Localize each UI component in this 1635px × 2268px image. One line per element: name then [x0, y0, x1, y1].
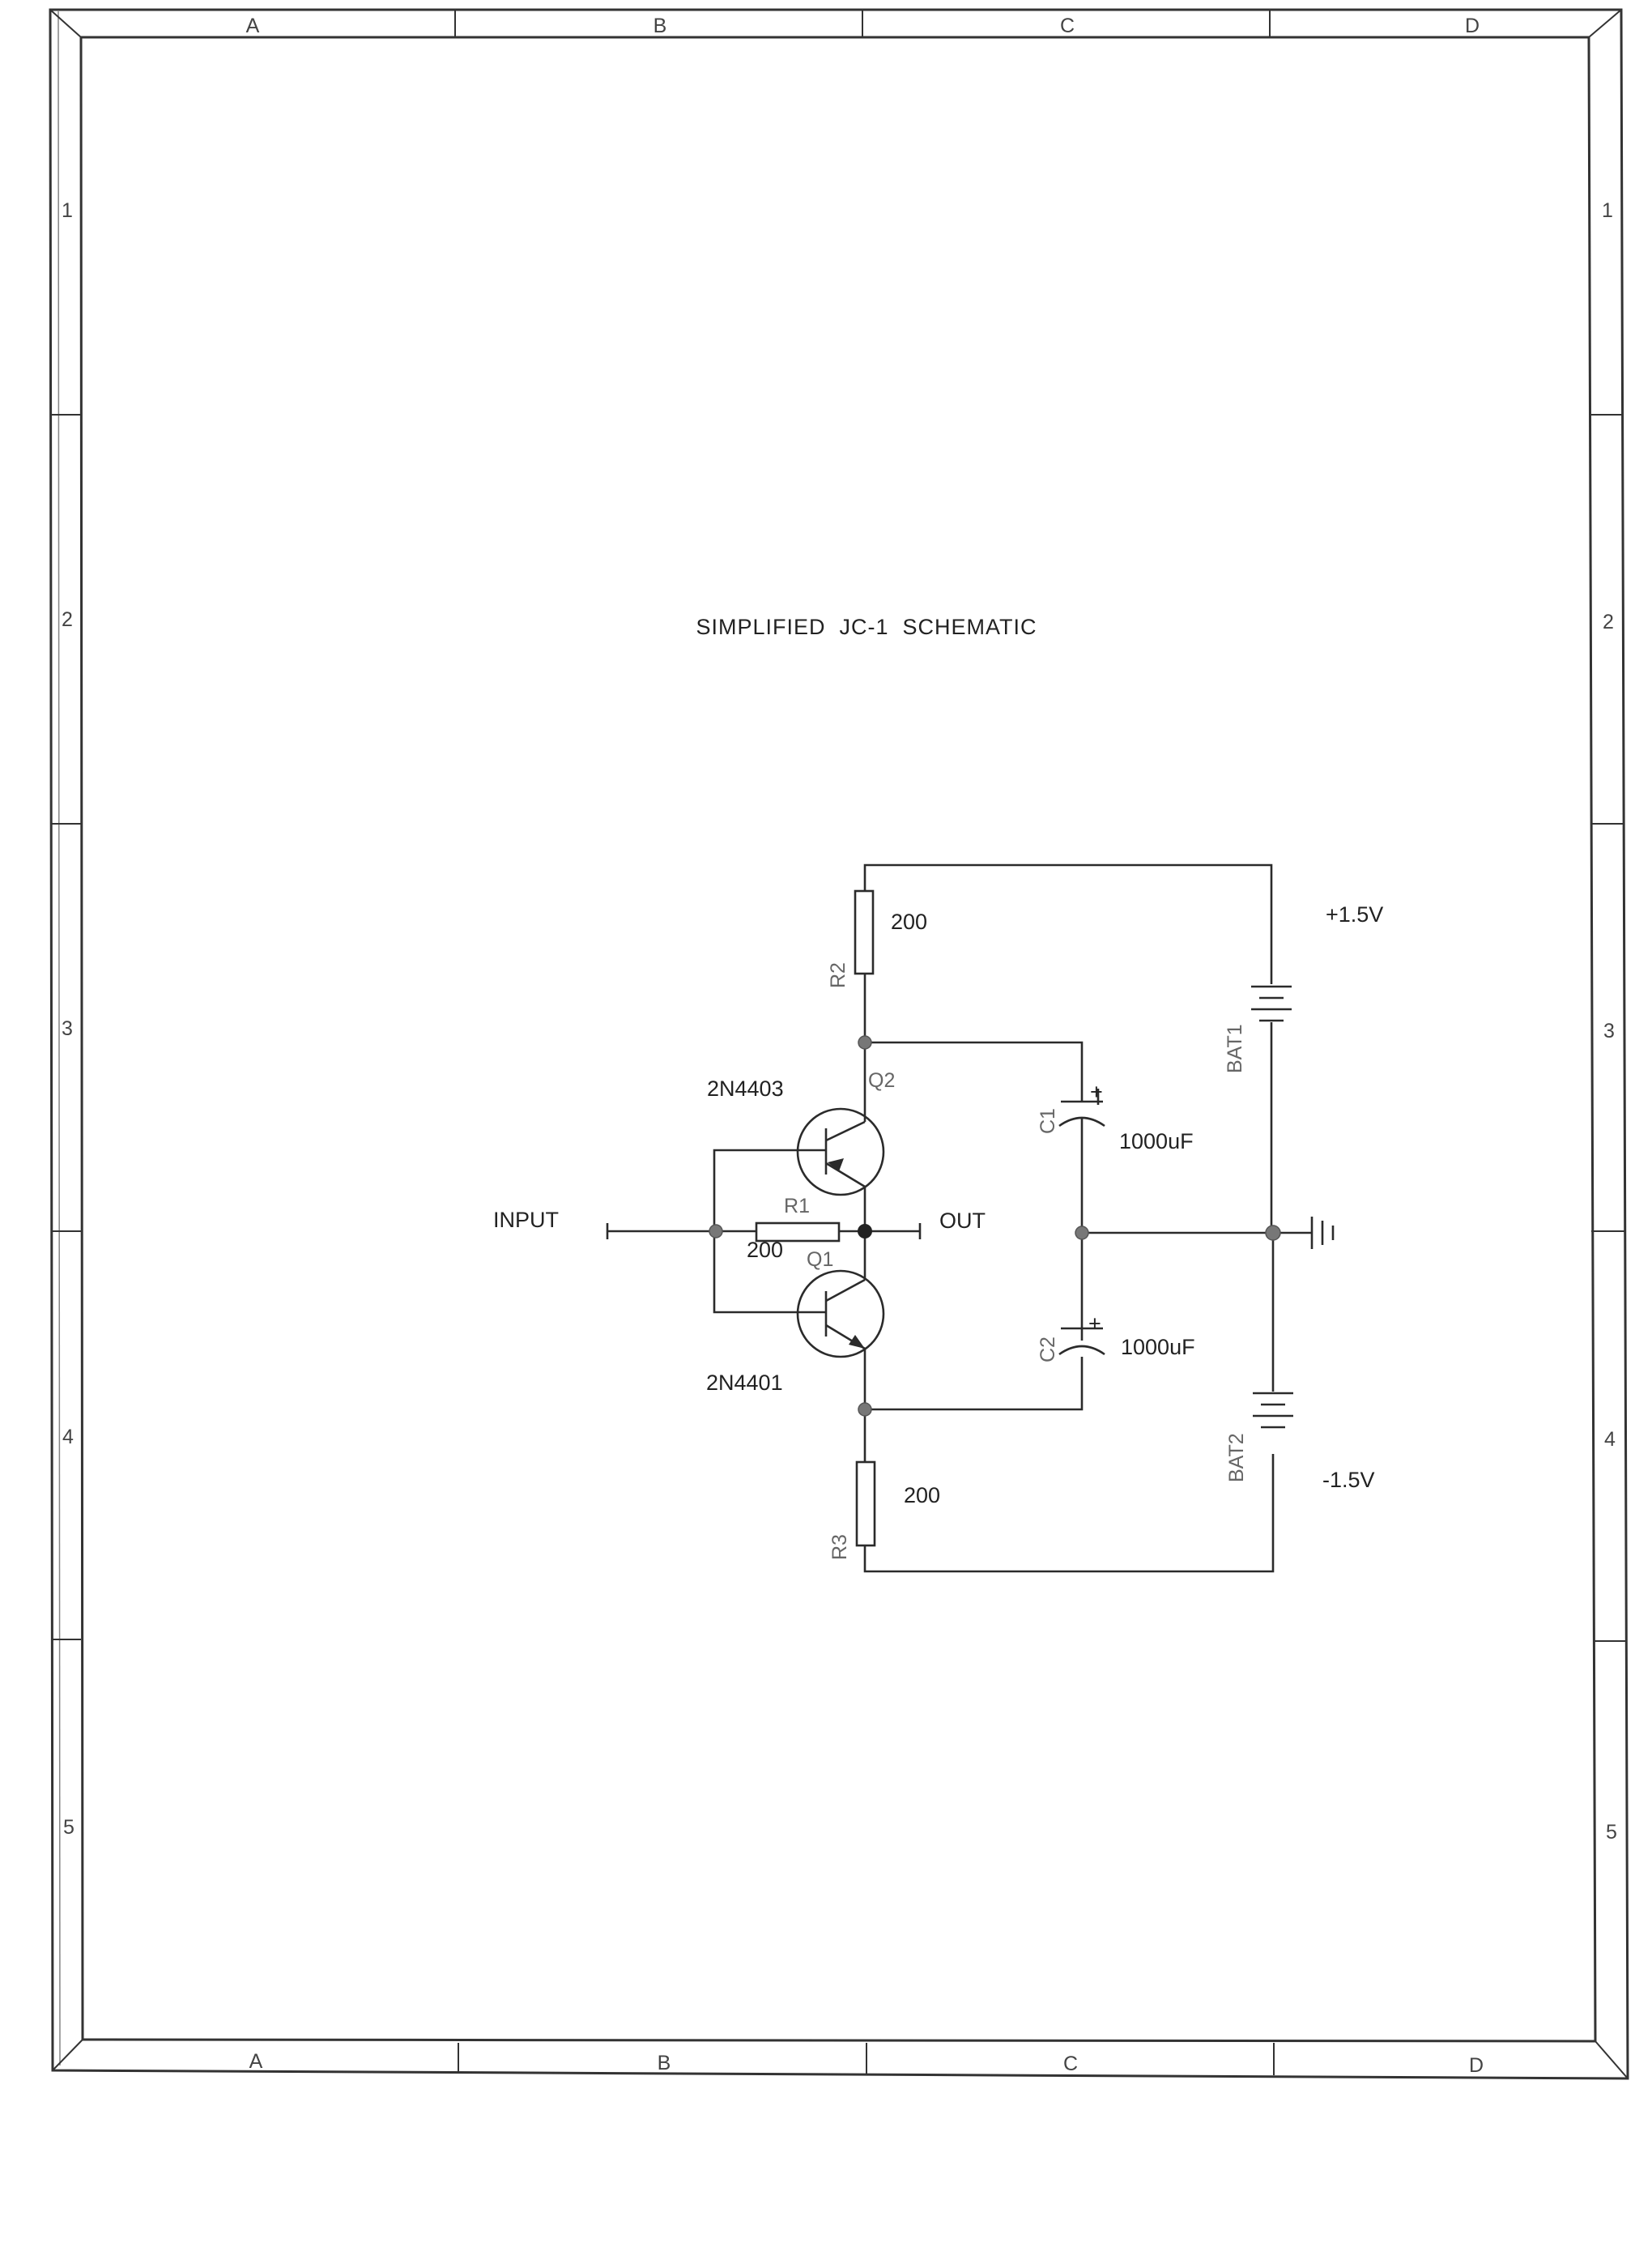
zone-row-2-right: 2 [1603, 611, 1614, 633]
bat1-ref: BAT1 [1224, 1024, 1246, 1073]
r1-ref: R1 [784, 1195, 810, 1217]
zone-row-5-left: 5 [63, 1816, 75, 1839]
zone-row-1-right: 1 [1602, 199, 1613, 222]
zone-labels-left: 1 2 3 4 5 [62, 199, 75, 1839]
transistor-q1: Q1 2N4401 [706, 1248, 885, 1395]
input-label: INPUT [493, 1208, 559, 1232]
zone-col-d-bottom: D [1469, 2054, 1484, 2077]
junction-dots [709, 1035, 1281, 1417]
bat2-ref: BAT2 [1225, 1433, 1248, 1482]
zone-row-3-left: 3 [62, 1017, 73, 1040]
zone-labels-bottom: A B C D [249, 2050, 1484, 2077]
c1-value: 1000uF [1119, 1129, 1194, 1153]
zone-row-3-right: 3 [1603, 1020, 1615, 1042]
r3-value: 200 [904, 1483, 940, 1507]
r2-ref: R2 [827, 962, 849, 988]
r2-value: 200 [891, 910, 927, 934]
c1-ref: C1 [1037, 1108, 1059, 1134]
resistor-r3: R3 200 [828, 1460, 940, 1560]
ground-icon [1310, 1217, 1335, 1249]
wires [606, 863, 1312, 1573]
zone-row-1-left: 1 [62, 199, 73, 222]
zone-labels-top: A B C D [246, 15, 1480, 37]
zone-col-a-top: A [246, 15, 260, 37]
schematic-title: SIMPLIFIED JC-1 SCHEMATIC [696, 615, 1037, 639]
c2-ref: C2 [1037, 1336, 1059, 1362]
zone-col-b-top: B [654, 15, 667, 37]
zone-col-a-bottom: A [249, 2050, 263, 2073]
zone-row-5-right: 5 [1606, 1821, 1617, 1844]
q1-ref: Q1 [807, 1248, 833, 1271]
bat2-voltage: -1.5V [1322, 1468, 1375, 1492]
capacitor-c1: + C1 1000uF [1037, 1080, 1194, 1153]
output-label: OUT [939, 1209, 986, 1233]
zone-col-d-top: D [1465, 15, 1480, 37]
c2-value: 1000uF [1121, 1335, 1195, 1359]
bat1-voltage: +1.5V [1326, 902, 1383, 927]
c2-plus: + [1088, 1311, 1101, 1336]
capacitor-c2: + C2 1000uF [1037, 1311, 1195, 1362]
resistor-r2: R2 200 [827, 889, 927, 988]
r3-ref: R3 [828, 1534, 851, 1560]
resistor-r1: R1 200 [747, 1195, 841, 1262]
zone-row-4-right: 4 [1604, 1428, 1616, 1451]
zone-labels-right: 1 2 3 4 5 [1602, 199, 1617, 1844]
zone-row-4-left: 4 [62, 1426, 74, 1448]
c1-plus: + [1090, 1080, 1103, 1104]
transistor-q2: Q2 2N4403 [707, 1069, 895, 1196]
zone-col-c-bottom: C [1063, 2053, 1078, 2075]
q1-part: 2N4401 [706, 1371, 783, 1395]
battery-bat1: BAT1 +1.5V [1224, 902, 1383, 1073]
sheet-border [49, 8, 1629, 2080]
q2-part: 2N4403 [707, 1076, 784, 1101]
r1-value: 200 [747, 1238, 783, 1262]
zone-row-2-left: 2 [62, 608, 73, 631]
zone-col-c-top: C [1060, 15, 1075, 37]
battery-bat2: BAT2 -1.5V [1225, 1392, 1375, 1492]
q2-ref: Q2 [868, 1069, 895, 1092]
zone-col-b-bottom: B [658, 2052, 671, 2074]
